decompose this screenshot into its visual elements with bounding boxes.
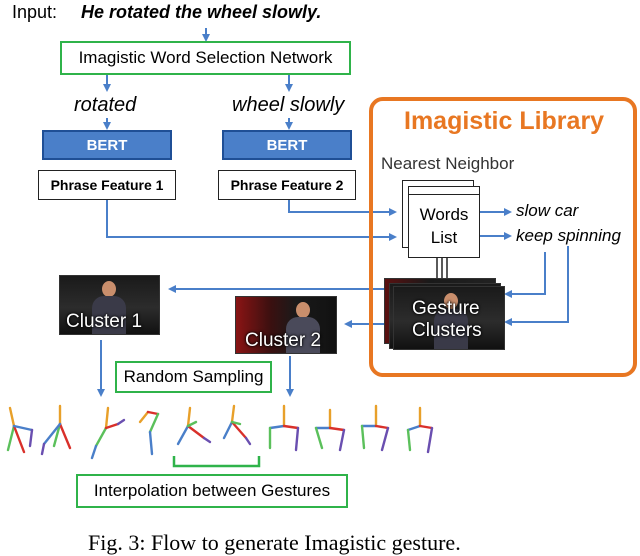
phrase-wheel-slowly: wheel slowly [232, 94, 345, 116]
gesture-clusters-label-1: Gesture [412, 298, 480, 319]
pose-figure-8 [314, 408, 346, 452]
imagistic-library-box [369, 97, 637, 377]
input-sentence: He rotated the wheel slowly. [81, 2, 322, 22]
connector-arrows [97, 28, 569, 468]
input-label: Input: [12, 2, 58, 22]
pose-figure-2 [40, 404, 72, 456]
phrase-feature-2: Phrase Feature 2 [218, 170, 356, 200]
bert-right: BERT [222, 130, 352, 160]
pose-sequence [6, 404, 434, 460]
speaker-head [444, 293, 458, 309]
pose-figure-7 [268, 404, 300, 452]
gesture-clusters-label-2: Clusters [412, 320, 482, 341]
arrow-feature1-to-list [106, 200, 397, 241]
word-selection-box: Imagistic Word Selection Network [60, 41, 351, 75]
speaker-body [92, 296, 126, 334]
pose-figure-6 [222, 404, 252, 446]
cluster-2-label: Cluster 2 [245, 330, 322, 351]
arrow-feature2-to-list [288, 200, 397, 216]
nearest-neighbor-label: Nearest Neighbor [381, 154, 515, 173]
cluster-2-image [235, 296, 337, 354]
pose-figure-3 [90, 406, 126, 460]
output-keep-spinning: keep spinning [516, 226, 621, 245]
words-list-card: Words List [408, 194, 480, 258]
phrase-rotated: rotated [74, 94, 137, 116]
random-sampling-box: Random Sampling [115, 361, 272, 393]
speaker-head [102, 281, 116, 297]
pose-figure-10 [406, 406, 434, 454]
arrow-slowcar-to-clusters [504, 252, 546, 298]
pose-figure-4 [138, 410, 160, 456]
words-list-line-1: Words [419, 205, 469, 224]
gesture-clusters-card [393, 286, 505, 350]
speaker-body [286, 317, 320, 353]
cluster-1-image [59, 275, 160, 335]
phrase-feature-1: Phrase Feature 1 [38, 170, 176, 200]
output-slow-car: slow car [516, 201, 579, 220]
imagistic-library-title: Imagistic Library [404, 107, 605, 135]
bert-left: BERT [42, 130, 172, 160]
cluster-1-label: Cluster 1 [66, 311, 143, 332]
interpolation-bracket [172, 456, 261, 468]
speaker-head [296, 302, 310, 318]
figure-caption: Fig. 3: Flow to generate Imagistic gestu… [88, 530, 461, 555]
pose-figure-1 [6, 406, 34, 454]
pose-figure-5 [176, 406, 212, 446]
interpolation-box: Interpolation between Gestures [76, 474, 348, 508]
pose-figure-9 [360, 404, 390, 452]
speaker-body [434, 309, 468, 349]
words-list-line-2: List [430, 228, 458, 247]
arrow-keepspinning-to-clusters [504, 246, 569, 326]
